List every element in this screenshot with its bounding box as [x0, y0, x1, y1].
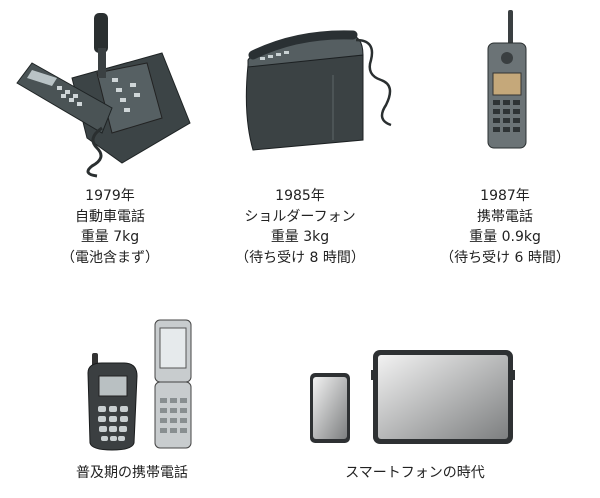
weight: 重量 3kg: [270, 229, 330, 245]
caption-shoulder-phone: 1985年 ショルダーフォン 重量 3kg （待ち受け 8 時間）: [200, 186, 400, 268]
year: 1987年: [480, 188, 530, 204]
note: （電池含まず）: [61, 249, 159, 266]
phone-name: 自動車電話: [75, 208, 145, 225]
caption-smartphone: スマートフォンの時代: [345, 465, 485, 481]
note: （待ち受け 8 時間）: [235, 249, 365, 266]
phone-name: ショルダーフォン: [244, 208, 356, 225]
caption-car-phone: 1979年 自動車電話 重量 7kg （電池含まず）: [10, 186, 210, 268]
brick-phone-illustration: [487, 10, 527, 149]
feature-phones-illustration: [87, 319, 192, 451]
weight: 重量 7kg: [80, 229, 140, 245]
weight: 重量 0.9kg: [469, 229, 541, 245]
shoulder-phone-illustration: [245, 30, 392, 151]
caption-mobile-phone: 1987年 携帯電話 重量 0.9kg （待ち受け 6 時間）: [405, 186, 600, 268]
phone-name: 携帯電話: [477, 208, 533, 225]
car-phone-illustration: [16, 13, 191, 178]
note: （待ち受け 6 時間）: [440, 249, 570, 266]
caption-feature-phone: 普及期の携帯電話: [76, 465, 188, 481]
year: 1985年: [275, 188, 325, 204]
smartphones-illustration: [310, 350, 515, 444]
year: 1979年: [85, 188, 135, 204]
